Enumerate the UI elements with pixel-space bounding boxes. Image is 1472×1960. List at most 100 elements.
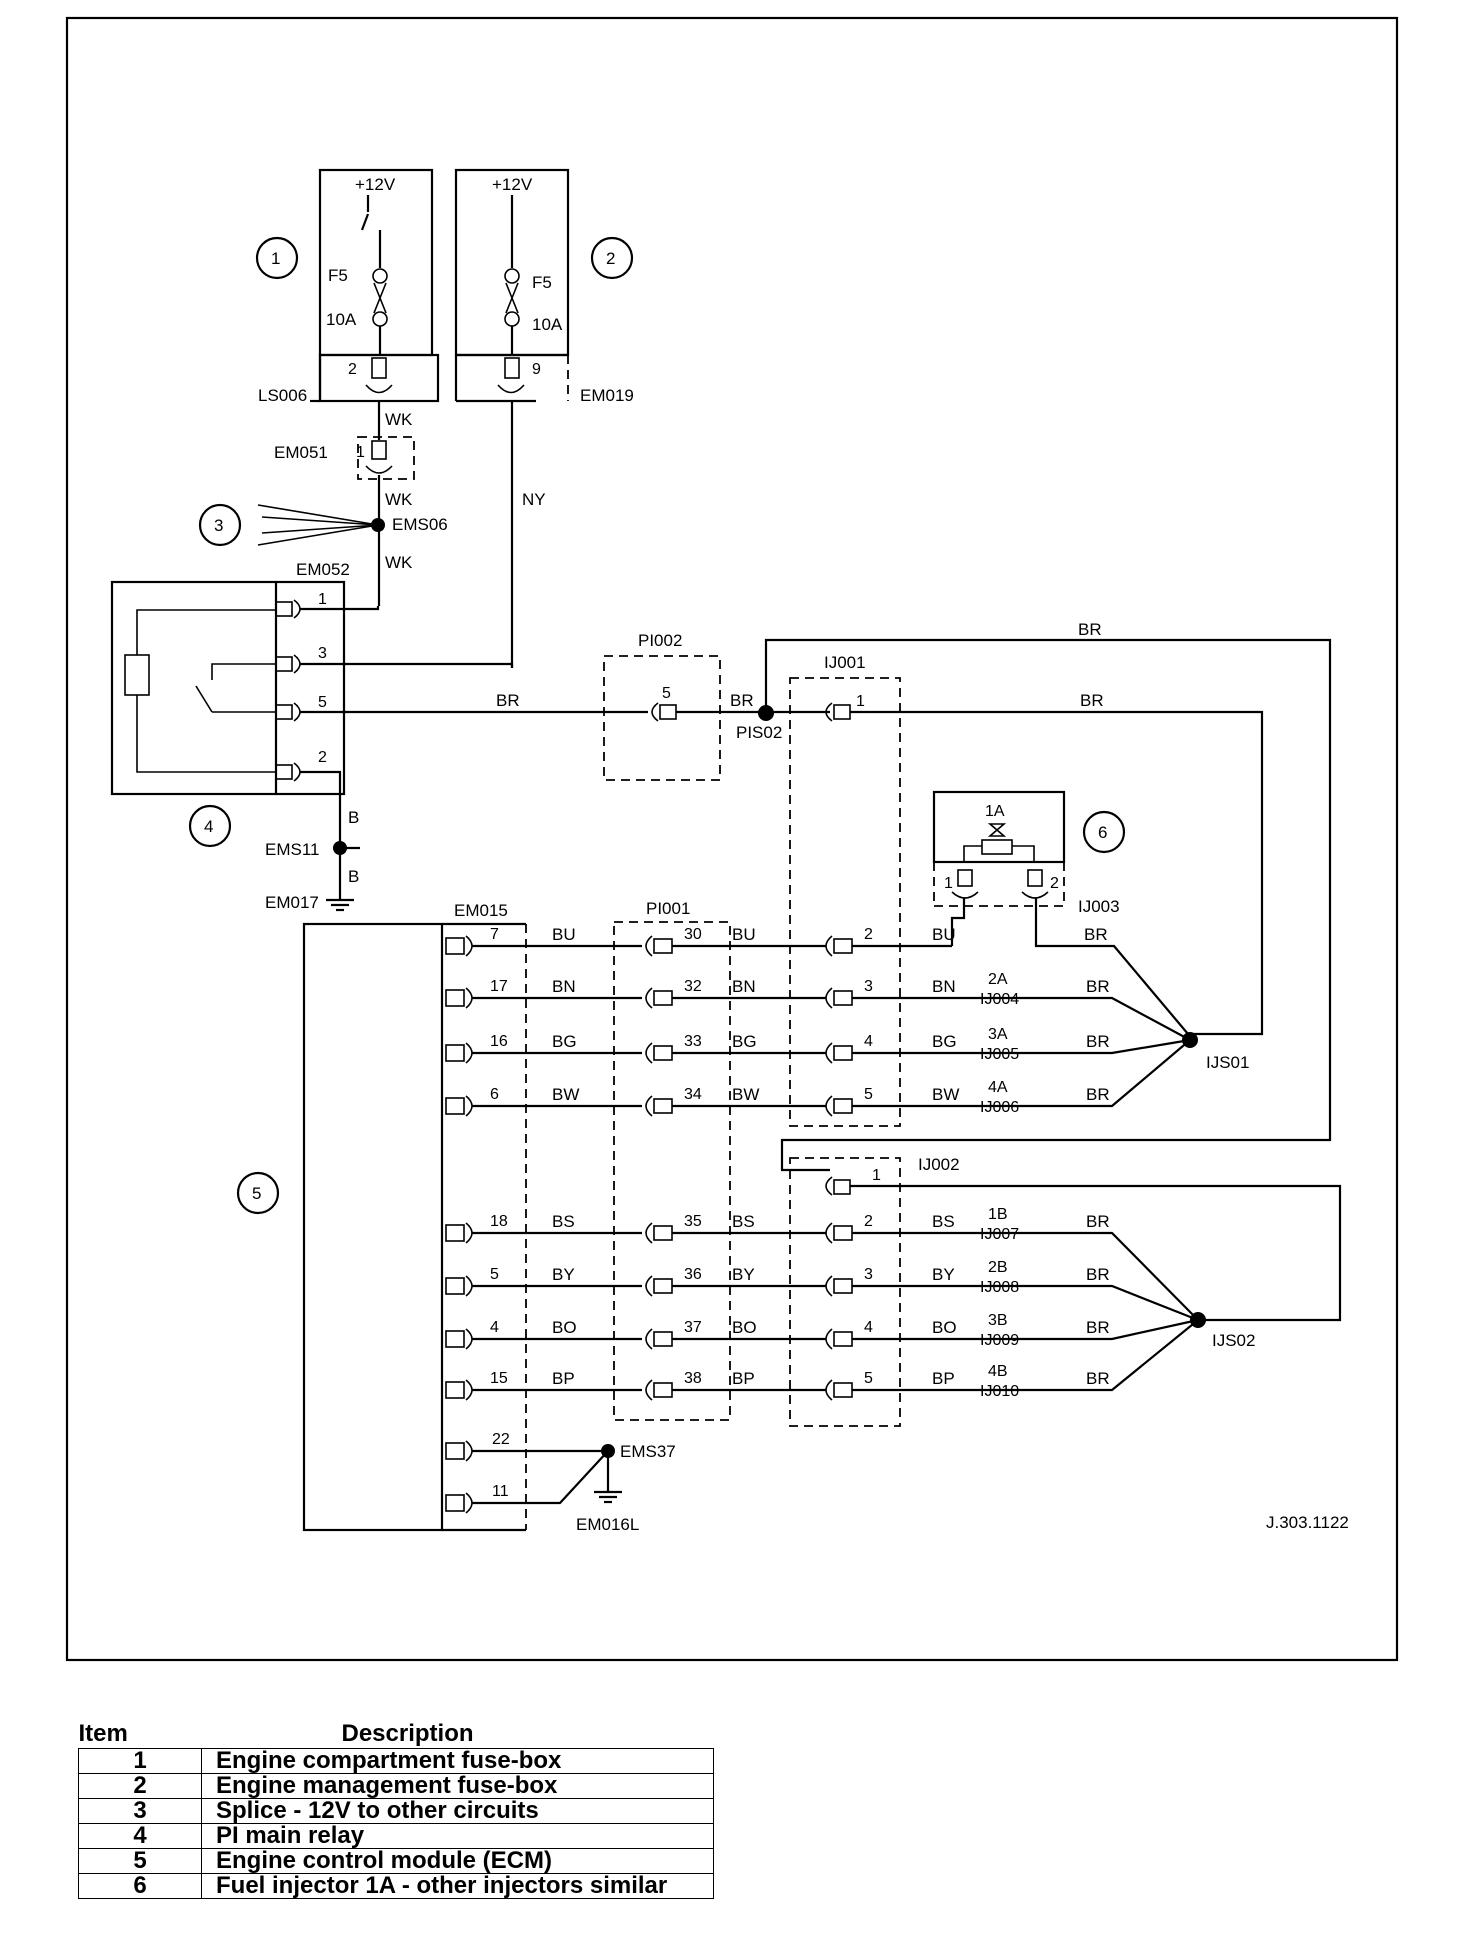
- injector-label: 3B: [988, 1312, 1008, 1329]
- wire-br-to-splice: [1040, 1318, 1199, 1341]
- legend-item-description: PI main relay: [201, 1823, 714, 1849]
- ij-terminal: [833, 1382, 853, 1398]
- wiring-diagram: +12V F5 10A 2 LS006 1 +12V F5 10A 9: [65, 16, 1399, 1662]
- connector-pi002: PI002 5: [603, 631, 721, 781]
- wire-br-to-splice: [1040, 996, 1191, 1041]
- svg-text:2: 2: [1050, 875, 1059, 892]
- svg-text:PI002: PI002: [638, 631, 682, 650]
- ij-pin-number: 5: [864, 1086, 873, 1103]
- wire-label-br-pi002: BR: [730, 691, 754, 710]
- ecm-terminal: [445, 1224, 465, 1242]
- svg-text:2: 2: [318, 749, 327, 766]
- wire-br-to-splice: [1040, 1231, 1199, 1321]
- wire-color-label: BY: [932, 1265, 955, 1284]
- ij-socket: [825, 1328, 833, 1350]
- svg-text:LS006: LS006: [258, 386, 307, 405]
- svg-text:EMS37: EMS37: [620, 1442, 676, 1461]
- pi001-terminal: [653, 1098, 673, 1114]
- wire-color-label: BR: [1086, 1032, 1110, 1051]
- wire-color-label: BR: [1086, 1085, 1110, 1104]
- svg-text:IJ001: IJ001: [824, 653, 866, 672]
- splice-ijs02: [1190, 1312, 1206, 1328]
- wire-color-label: BR: [1086, 1318, 1110, 1337]
- wire-color-label: BR: [1086, 1265, 1110, 1284]
- splice-ijs01: [1182, 1032, 1198, 1048]
- splice-pis02-label: PIS02: [736, 723, 782, 742]
- wire-label-br-inj1a: BR: [1084, 925, 1108, 944]
- ij-pin-number: 5: [864, 1370, 873, 1387]
- ij-socket: [825, 987, 833, 1009]
- pi001-pin-number: 32: [684, 978, 702, 995]
- wire-label-br-main: BR: [496, 691, 520, 710]
- legend-item-number: 1: [78, 1748, 202, 1774]
- ij-pin-number: 3: [864, 978, 873, 995]
- ecm-terminal: [445, 989, 465, 1007]
- svg-text:9: 9: [532, 361, 541, 378]
- svg-text:10A: 10A: [326, 310, 357, 329]
- injector-label: 3A: [988, 1026, 1008, 1043]
- ecm-pin-number: 5: [490, 1266, 499, 1283]
- ij-socket: [825, 1222, 833, 1244]
- ecm-terminal-socket: [465, 987, 473, 1009]
- wire-color-label: BU: [732, 925, 756, 944]
- svg-text:3: 3: [318, 645, 327, 662]
- wire-label-br-top: BR: [1078, 620, 1102, 639]
- ecm-terminal: [445, 1381, 465, 1399]
- wire-color-label: BG: [732, 1032, 757, 1051]
- ecm-body: [302, 922, 444, 1532]
- ecm-pin-number: 7: [490, 926, 499, 943]
- legend-item-description: Splice - 12V to other circuits: [201, 1798, 714, 1824]
- ecm-terminal-socket: [465, 1379, 473, 1401]
- wire-br-to-splice: [1040, 1038, 1191, 1055]
- wire-color-label: BW: [732, 1085, 759, 1104]
- legend-item-number: 4: [78, 1823, 202, 1849]
- wire-br-to-splice: [1040, 1319, 1199, 1392]
- connector-pi001-label: PI001: [646, 899, 690, 918]
- splice-ems11-label: EMS11: [265, 840, 320, 859]
- wire-color-label: BR: [1086, 1212, 1110, 1231]
- injector-connector-label: IJ009: [980, 1332, 1019, 1349]
- injector-connector-label: IJ008: [980, 1279, 1019, 1296]
- ecm-terminal-socket: [465, 1328, 473, 1350]
- legend-item-number: 5: [78, 1848, 202, 1874]
- ij-terminal: [833, 1225, 853, 1241]
- pi001-socket: [645, 1042, 653, 1064]
- ecm-pin-number: 16: [490, 1033, 508, 1050]
- svg-text:EM019: EM019: [580, 386, 634, 405]
- injector-connector-label: IJ007: [980, 1226, 1019, 1243]
- callout-4-label: 4: [204, 817, 213, 836]
- injector-label: 2A: [988, 971, 1008, 988]
- svg-text:5: 5: [318, 694, 327, 711]
- connector-pi001: [613, 921, 731, 1421]
- injector-label: 4B: [988, 1363, 1008, 1380]
- pi001-terminal: [653, 1225, 673, 1241]
- wire-color-label: BR: [1086, 1369, 1110, 1388]
- wire-color-label: BP: [732, 1369, 755, 1388]
- legend-item-number: 2: [78, 1773, 202, 1799]
- wire-label-wk-2: WK: [385, 490, 413, 509]
- callout-5-label: 5: [252, 1184, 261, 1203]
- connector-em051: 1 EM051: [274, 436, 415, 480]
- wire-color-label: BO: [552, 1318, 577, 1337]
- svg-text:5: 5: [662, 685, 671, 702]
- svg-text:1: 1: [872, 1167, 881, 1184]
- ground-em017-label: EM017: [265, 893, 319, 912]
- wire-color-label: BS: [932, 1212, 955, 1231]
- wire-color-label: BP: [932, 1369, 955, 1388]
- pi-main-relay: 1 3 5 2: [110, 580, 346, 796]
- pi001-pin-number: 33: [684, 1033, 702, 1050]
- callout-2-label: 2: [606, 249, 615, 268]
- wire-color-label: BY: [552, 1265, 575, 1284]
- ij-pin-number: 3: [864, 1266, 873, 1283]
- legend-item-description: Engine compartment fuse-box: [201, 1748, 714, 1774]
- wire-label-br-ij001: BR: [1080, 691, 1104, 710]
- svg-text:1: 1: [318, 591, 327, 608]
- ij-socket: [825, 1275, 833, 1297]
